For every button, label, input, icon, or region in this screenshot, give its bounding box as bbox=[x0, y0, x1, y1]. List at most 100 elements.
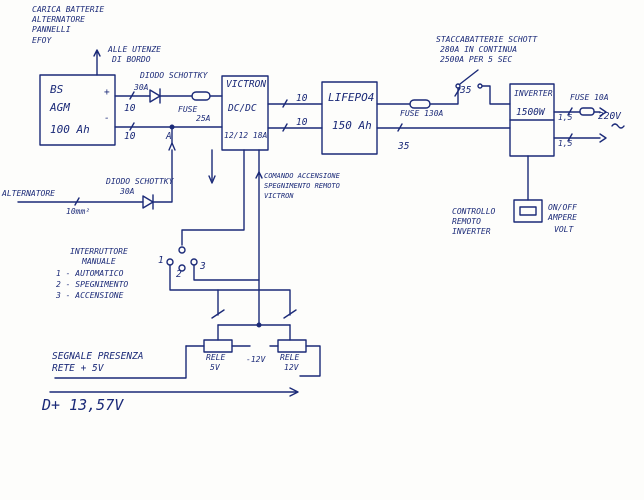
wire-marks-victron bbox=[282, 99, 288, 132]
comando-line-2: SPEGNIMENTO REMOTO bbox=[264, 182, 340, 190]
fuse-130-symbol bbox=[409, 99, 431, 109]
loads-label-1: ALLE UTENZE bbox=[108, 45, 161, 54]
wire-signal bbox=[54, 345, 187, 379]
segnale-line-1: SEGNALE PRESENZA bbox=[52, 351, 144, 362]
switch-pos-3 bbox=[190, 258, 198, 266]
minus-12v-label: -12V bbox=[246, 355, 266, 364]
battery-bs-plus: + bbox=[104, 87, 110, 98]
diode-top-label: DIODO SCHOTTKY bbox=[140, 71, 208, 80]
fuse-25-label: FUSE bbox=[178, 105, 198, 114]
title-line-2: ALTERNATORE bbox=[32, 15, 85, 24]
diode-bottom-label: DIODO SCHOTTKY bbox=[106, 177, 174, 186]
wire-size-victron-bottom: 10 bbox=[296, 117, 308, 128]
switch-center bbox=[178, 246, 186, 254]
interruttore-title: INTERRUTTORE bbox=[70, 247, 128, 256]
fuse-25-symbol bbox=[191, 91, 211, 101]
onoff-line-2: AMPERE bbox=[548, 213, 577, 222]
victron-left-arrow bbox=[208, 175, 216, 184]
diode-top-symbol bbox=[149, 89, 161, 103]
wire-switch-pos3 bbox=[193, 264, 260, 281]
lifepo-label: LIFEPO4 bbox=[328, 91, 375, 104]
switch-contact-a bbox=[455, 83, 461, 89]
relay-5v-label: RELE bbox=[206, 353, 226, 362]
wire-mark-bs-top bbox=[129, 91, 135, 100]
ac-out-arrow-top bbox=[599, 107, 607, 117]
interruttore-opt-2: 2 - SPEGNIMENTO bbox=[56, 280, 129, 289]
relay-coil-wires bbox=[217, 324, 291, 341]
node-a-arrow bbox=[168, 142, 176, 151]
comando-line-3: VICTRON bbox=[264, 192, 294, 200]
switch-lever bbox=[459, 69, 479, 85]
dplus-voltage: D+ 13,57V bbox=[42, 396, 124, 414]
relay-5v-coil bbox=[203, 339, 233, 353]
switch-pos-2 bbox=[178, 264, 186, 272]
wire-fuse-switch bbox=[429, 87, 459, 105]
wire-mark-bs-bottom bbox=[129, 122, 135, 131]
switch-pos-2-label: 2 bbox=[176, 269, 182, 280]
wire-size-alternator: 10mm² bbox=[66, 207, 91, 216]
fuse-130-label: FUSE 130A bbox=[400, 109, 444, 118]
wire-mark-35-bottom bbox=[397, 123, 403, 132]
onoff-line-3: VOLT bbox=[554, 225, 574, 234]
node-a-label: A bbox=[166, 131, 172, 142]
remote-panel-box bbox=[513, 199, 543, 223]
wire-size-35-top: 35 bbox=[460, 85, 472, 96]
comando-arrow bbox=[255, 171, 263, 179]
switch-pos-1-label: 1 bbox=[158, 255, 164, 266]
relay-contacts bbox=[211, 309, 297, 319]
wire-mark-35-top bbox=[454, 87, 461, 97]
victron-type: DC/DC bbox=[228, 103, 257, 114]
battery-bs-box bbox=[39, 74, 116, 146]
fuse-10-label: FUSE 10A bbox=[570, 93, 609, 102]
comando-line-1: COMANDO ACCENSIONE bbox=[264, 172, 340, 180]
controllo-line-1: CONTROLLO bbox=[452, 207, 496, 216]
fuse-25-rating: 25A bbox=[196, 114, 211, 123]
node-a-junction bbox=[169, 124, 175, 130]
wire-size-victron-top: 10 bbox=[296, 93, 308, 104]
wire-victron-remote bbox=[181, 149, 245, 246]
battery-bs-capacity: 100 Ah bbox=[50, 123, 90, 136]
lifepo-capacity: 150 Ah bbox=[332, 119, 372, 132]
wire-size-bs-bottom: 10 bbox=[124, 131, 136, 142]
lifepo-box bbox=[321, 81, 378, 155]
wire-diode-node-a bbox=[152, 149, 173, 203]
diode-bottom-symbol bbox=[142, 195, 154, 209]
battery-switch-rating: 280A IN CONTINUA bbox=[440, 45, 518, 54]
wire-size-inverter-bottom: 1,5 bbox=[558, 139, 573, 148]
switch-pos-1 bbox=[166, 258, 174, 266]
title-line-3: PANNELLI bbox=[32, 25, 71, 34]
interruttore-opt-1: 1 - AUTOMATICO bbox=[56, 269, 124, 278]
switch-pos-3-label: 3 bbox=[200, 261, 206, 272]
onoff-line-1: ON/OFF bbox=[548, 203, 577, 212]
battery-switch-peak: 2500A PER 5 SEC bbox=[440, 55, 513, 64]
title-line-1: CARICA BATTERIE bbox=[32, 5, 105, 14]
victron-label: VICTRON bbox=[226, 79, 267, 90]
wire-switch-pos1 bbox=[169, 264, 219, 316]
wire-switch-inverter bbox=[481, 85, 511, 105]
interruttore-subtitle: MANUALE bbox=[82, 257, 116, 266]
controllo-line-3: INVERTER bbox=[452, 227, 491, 236]
battery-bs-minus: - bbox=[104, 113, 110, 124]
ac-sine bbox=[611, 123, 625, 129]
loads-label-2: DI BORDO bbox=[112, 55, 151, 64]
relay-12v-voltage: 12V bbox=[284, 363, 299, 372]
signal-arrow bbox=[289, 387, 299, 397]
wire-marks-inverter bbox=[567, 107, 573, 142]
battery-bs-label: BS bbox=[50, 83, 64, 96]
relay-12v-coil bbox=[277, 339, 307, 353]
remote-panel-screen bbox=[519, 206, 537, 216]
loads-arrow bbox=[93, 49, 101, 76]
ac-out-arrow-bottom bbox=[599, 133, 607, 143]
relay-12v-label: RELE bbox=[280, 353, 300, 362]
segnale-line-2: RETE + 5V bbox=[52, 363, 104, 374]
alternator-label: ALTERNATORE bbox=[2, 189, 55, 198]
wire-relay-bus bbox=[217, 289, 291, 316]
wire-size-bs-top: 10 bbox=[124, 103, 136, 114]
ac-output-label: 220V bbox=[598, 111, 621, 122]
inverter-label: INVERTER bbox=[514, 89, 553, 98]
fuse-10-symbol bbox=[579, 107, 595, 116]
diode-top-rating: 30A bbox=[134, 83, 149, 92]
relay-coil-wiring bbox=[185, 345, 321, 377]
